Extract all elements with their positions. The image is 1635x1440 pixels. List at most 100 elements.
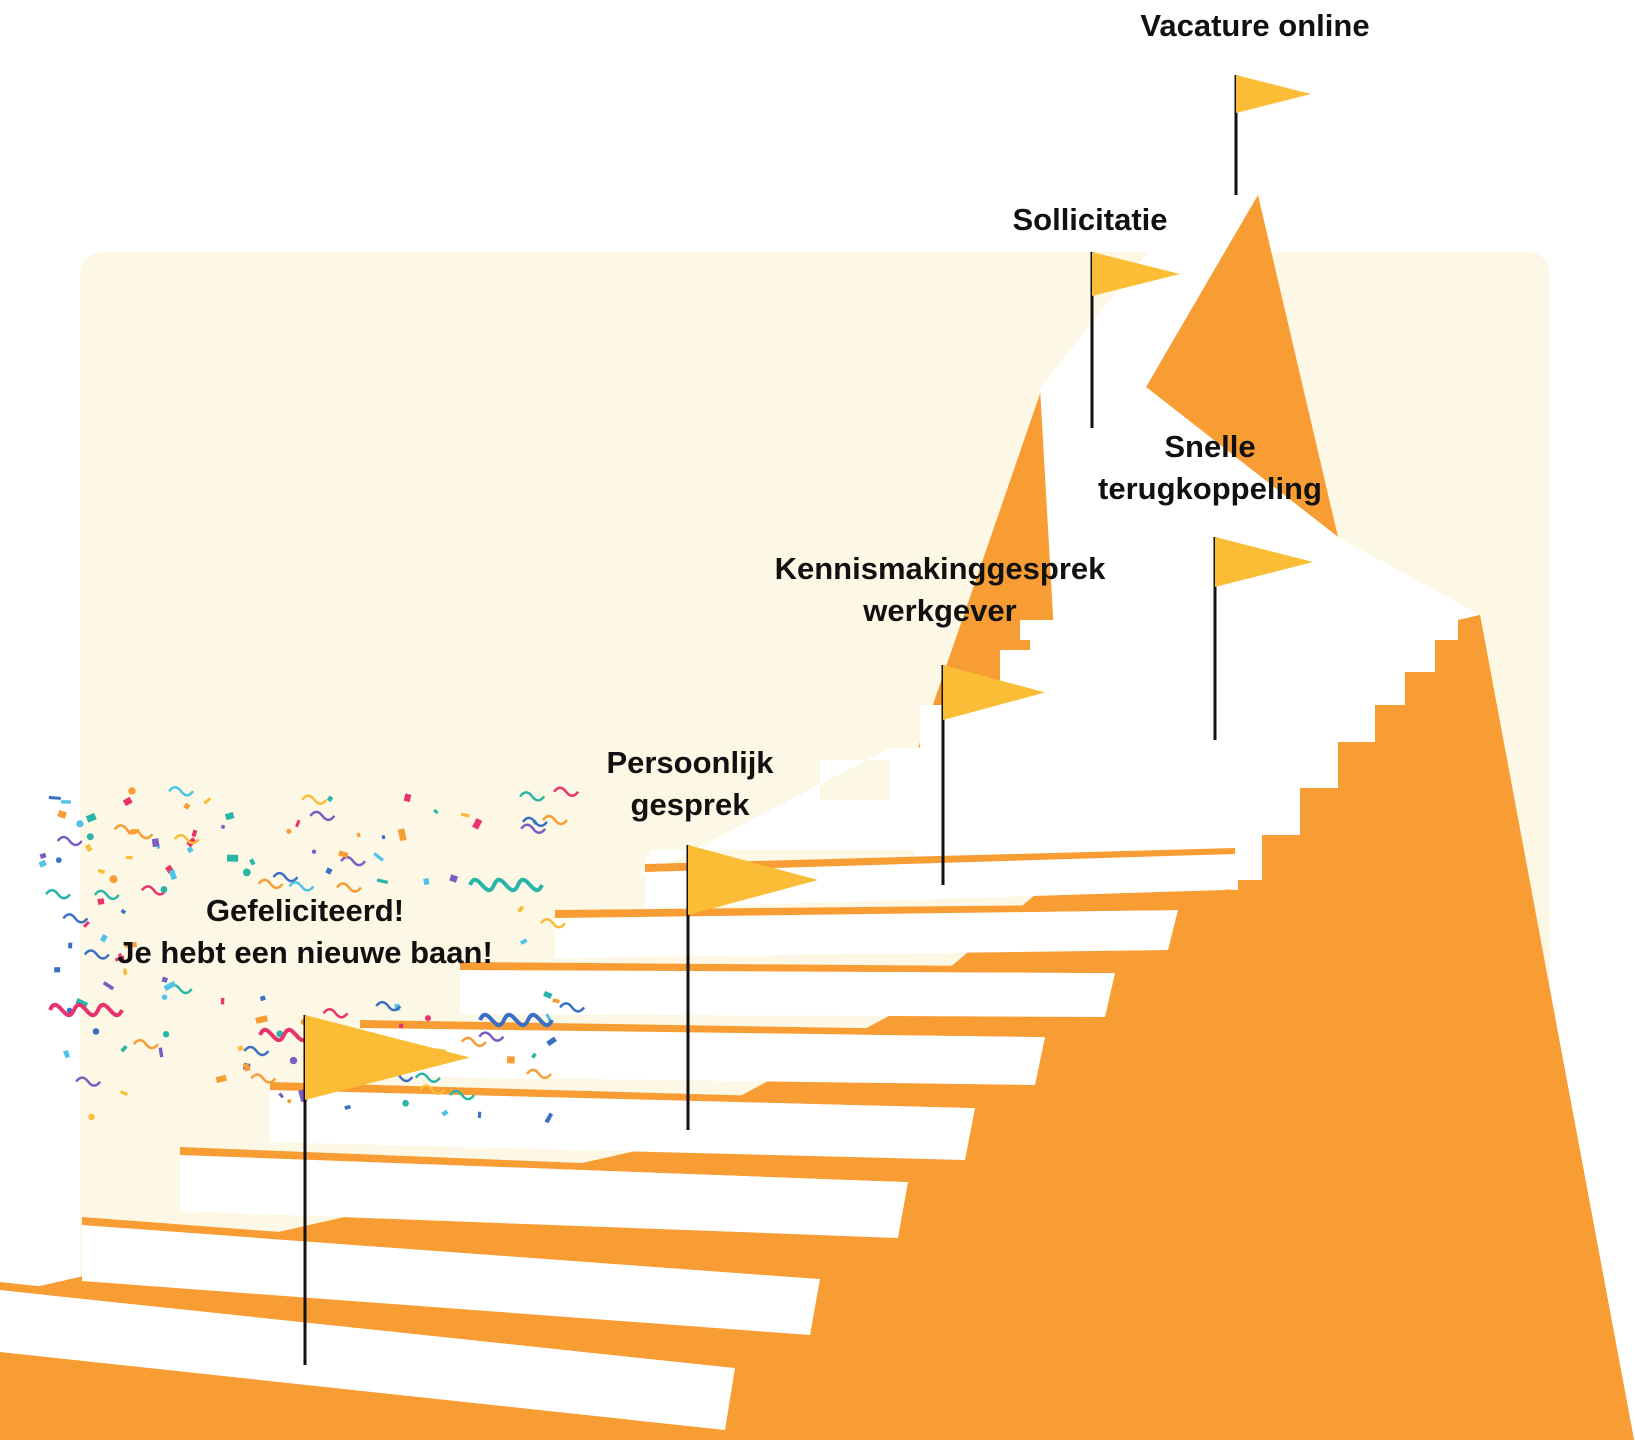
confetti-piece bbox=[552, 998, 560, 1004]
stair-tread bbox=[180, 1155, 908, 1238]
stair-edge bbox=[645, 848, 1235, 872]
confetti-piece bbox=[519, 938, 528, 945]
label-terugkoppeling: Snelle terugkoppeling bbox=[1060, 426, 1360, 510]
label-kennismaking: Kennismakinggesprek werkgever bbox=[735, 548, 1145, 632]
confetti-streamer bbox=[140, 885, 167, 896]
confetti-piece bbox=[48, 795, 61, 800]
confetti-piece bbox=[85, 812, 97, 823]
flag-icon bbox=[1092, 252, 1180, 296]
label-line: Persoonlijk bbox=[606, 745, 774, 780]
confetti-piece bbox=[123, 968, 128, 976]
flag-icon bbox=[1215, 537, 1313, 587]
confetti-dot bbox=[88, 1113, 95, 1121]
confetti-piece bbox=[338, 850, 349, 859]
confetti-piece bbox=[99, 933, 108, 943]
confetti-piece bbox=[102, 981, 115, 991]
confetti-streamer bbox=[132, 1038, 159, 1050]
stair-edge bbox=[270, 1082, 975, 1108]
confetti-streamer bbox=[75, 1076, 102, 1087]
stair-tread bbox=[0, 1290, 735, 1430]
confetti-streamer bbox=[309, 810, 336, 822]
confetti-streamer bbox=[243, 1045, 270, 1057]
label-line: Snelle bbox=[1164, 429, 1256, 464]
confetti-piece bbox=[119, 1090, 128, 1097]
confetti-streamer bbox=[559, 1002, 586, 1013]
confetti-piece bbox=[472, 818, 483, 830]
confetti-piece bbox=[255, 1015, 268, 1024]
confetti-piece bbox=[203, 797, 212, 805]
confetti-streamer bbox=[173, 833, 200, 845]
stair-tread bbox=[82, 1225, 820, 1335]
label-line: Je hebt een nieuwe baan! bbox=[117, 935, 493, 970]
confetti-piece bbox=[381, 834, 386, 840]
confetti-streamer bbox=[414, 1072, 441, 1084]
label-vacature: Vacature online bbox=[1090, 5, 1420, 47]
confetti-piece bbox=[220, 997, 225, 1005]
confetti-streamer bbox=[44, 888, 71, 900]
stair-tread bbox=[555, 910, 1178, 958]
confetti-streamer bbox=[168, 786, 195, 797]
confetti-piece bbox=[120, 908, 127, 915]
flag-icon bbox=[305, 1015, 470, 1100]
confetti-piece bbox=[57, 809, 67, 819]
confetti-piece bbox=[403, 793, 412, 803]
confetti-streamer bbox=[525, 1068, 552, 1080]
confetti-dot bbox=[311, 849, 317, 854]
confetti-piece bbox=[376, 878, 389, 884]
confetti-piece bbox=[531, 1052, 537, 1059]
confetti-dot bbox=[289, 1056, 298, 1065]
label-line: gesprek bbox=[630, 787, 750, 822]
confetti-piece bbox=[82, 920, 90, 928]
stair-edge bbox=[82, 1217, 820, 1279]
confetti-piece bbox=[215, 1074, 228, 1084]
confetti-piece bbox=[63, 1049, 71, 1059]
confetti-streamer bbox=[521, 816, 548, 828]
confetti-streamer bbox=[56, 835, 83, 847]
confetti-piece bbox=[120, 1045, 128, 1053]
label-line: Kennismakinggesprek bbox=[774, 551, 1106, 586]
upper-step bbox=[640, 748, 925, 878]
confetti-dot bbox=[160, 886, 168, 893]
confetti-piece bbox=[326, 795, 334, 803]
confetti-streamer bbox=[257, 878, 284, 890]
confetti-piece bbox=[75, 998, 89, 1008]
confetti-streamer bbox=[478, 1012, 554, 1028]
confetti-icon bbox=[38, 786, 586, 1124]
confetti-piece bbox=[460, 812, 470, 818]
stair-tread bbox=[270, 1090, 975, 1160]
stair-edge bbox=[460, 962, 1115, 973]
label-persoonlijk: Persoonlijk gesprek bbox=[560, 742, 820, 826]
confetti-piece bbox=[517, 905, 525, 913]
label-line: Sollicitatie bbox=[1012, 202, 1168, 237]
lower-steps bbox=[0, 848, 1235, 1430]
confetti-piece bbox=[191, 829, 198, 838]
confetti-piece bbox=[423, 878, 430, 886]
flags bbox=[303, 75, 1313, 1365]
confetti-streamer bbox=[48, 1002, 124, 1018]
confetti-dot bbox=[55, 857, 62, 864]
confetti-streamer bbox=[127, 828, 154, 840]
confetti-piece bbox=[373, 852, 384, 862]
confetti-streamer bbox=[468, 877, 544, 893]
stair-edge bbox=[180, 1147, 908, 1182]
label-sollicitatie: Sollicitatie bbox=[945, 199, 1235, 241]
stair-edge bbox=[360, 1020, 1045, 1037]
confetti-streamer bbox=[93, 889, 120, 901]
confetti-streamer bbox=[478, 1031, 505, 1042]
confetti-piece bbox=[344, 1104, 351, 1110]
confetti-dot bbox=[76, 820, 84, 828]
confetti-piece bbox=[295, 819, 301, 828]
confetti-piece bbox=[237, 1045, 244, 1052]
label-line: werkgever bbox=[863, 593, 1017, 628]
confetti-streamer bbox=[520, 823, 547, 834]
confetti-piece bbox=[84, 843, 93, 853]
confetti-piece bbox=[543, 991, 553, 999]
confetti-piece bbox=[278, 1092, 285, 1099]
stair-edge bbox=[0, 1282, 735, 1368]
confetti-streamer bbox=[449, 1089, 476, 1101]
confetti-piece bbox=[398, 1023, 404, 1029]
confetti-piece bbox=[68, 942, 73, 949]
confetti-streamer bbox=[62, 913, 89, 924]
confetti-piece bbox=[114, 955, 125, 962]
